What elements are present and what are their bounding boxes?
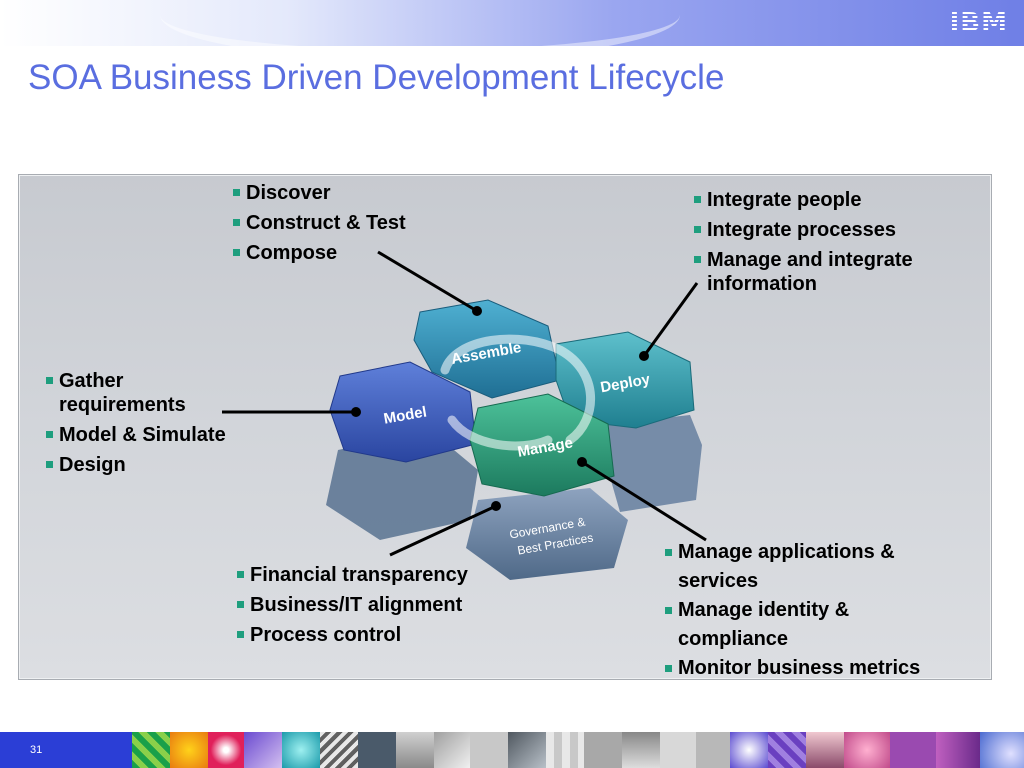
hexagon-model[interactable]: Model <box>329 361 477 463</box>
page-number: 31 <box>30 744 43 756</box>
governance-hexagon[interactable] <box>466 488 628 580</box>
footer-image-tile <box>132 732 170 768</box>
assemble-bullet-list: Discover Construct & Test Compose <box>233 178 406 268</box>
list-item: Monitor business metrics <box>665 654 985 683</box>
dot-model <box>351 407 361 417</box>
hexagon-assemble[interactable]: Assemble <box>413 299 561 399</box>
connector-governance <box>389 504 497 557</box>
footer-image-tile <box>282 732 320 768</box>
ibm-logo: IBM <box>949 8 1008 38</box>
list-item: Financial transparency <box>237 560 468 590</box>
footer-image-tile <box>844 732 890 768</box>
list-item: Manage identity & compliance <box>665 596 905 654</box>
footer-image-tile <box>660 732 696 768</box>
footer-image-tile <box>170 732 208 768</box>
dot-assemble <box>472 306 482 316</box>
connector-dots <box>351 306 649 511</box>
footer-image-tile <box>890 732 936 768</box>
footer-image-tile <box>768 732 806 768</box>
manage-bullet-list: Manage applications & services Manage id… <box>665 538 985 683</box>
list-item: Compose <box>233 238 406 268</box>
footer-image-tile <box>320 732 358 768</box>
footer-image-tile <box>622 732 660 768</box>
dot-governance <box>491 501 501 511</box>
connector-assemble <box>377 250 478 313</box>
footer-image-tile <box>470 732 508 768</box>
header-band: IBM <box>0 0 1024 46</box>
model-bullet-list: Gather requirements Model & Simulate Des… <box>46 366 266 480</box>
connector-lines <box>222 250 707 557</box>
footer-strip: 31 <box>0 732 1024 768</box>
list-item: Gather requirements <box>46 366 221 420</box>
slide-title: SOA Business Driven Development Lifecycl… <box>28 58 725 97</box>
footer-image-tile <box>696 732 730 768</box>
cycle-arrow <box>440 334 595 451</box>
footer-image-tile <box>396 732 434 768</box>
list-item: Design <box>46 450 266 480</box>
governance-bullet-list: Financial transparency Business/IT align… <box>237 560 468 650</box>
footer-image-tile <box>584 732 622 768</box>
footer-page-box: 31 <box>0 732 132 768</box>
list-item: Process control <box>237 620 468 650</box>
footer-image-tile <box>434 732 470 768</box>
list-item: Manage applications & services <box>665 538 965 596</box>
list-item: Business/IT alignment <box>237 590 468 620</box>
connector-manage <box>581 460 707 542</box>
base-hexagon-right <box>600 415 702 512</box>
base-hexagon-left <box>326 430 478 540</box>
footer-image-tile <box>508 732 546 768</box>
list-item: Discover <box>233 178 406 208</box>
dot-manage <box>577 457 587 467</box>
diagram-panel <box>18 174 992 680</box>
list-item: Manage and integrate information <box>694 245 984 299</box>
list-item: Integrate people <box>694 185 984 215</box>
connector-deploy <box>642 282 699 357</box>
footer-image-tile <box>358 732 396 768</box>
list-item: Model & Simulate <box>46 420 266 450</box>
footer-image-tile <box>806 732 844 768</box>
footer-image-tile <box>980 732 1024 768</box>
list-item: Integrate processes <box>694 215 984 245</box>
footer-image-tile <box>546 732 584 768</box>
footer-image-tile <box>936 732 980 768</box>
footer-image-tile <box>208 732 244 768</box>
dot-deploy <box>639 351 649 361</box>
footer-image-tile <box>244 732 282 768</box>
list-item: Construct & Test <box>233 208 406 238</box>
footer-image-tile <box>730 732 768 768</box>
deploy-bullet-list: Integrate people Integrate processes Man… <box>694 185 984 299</box>
